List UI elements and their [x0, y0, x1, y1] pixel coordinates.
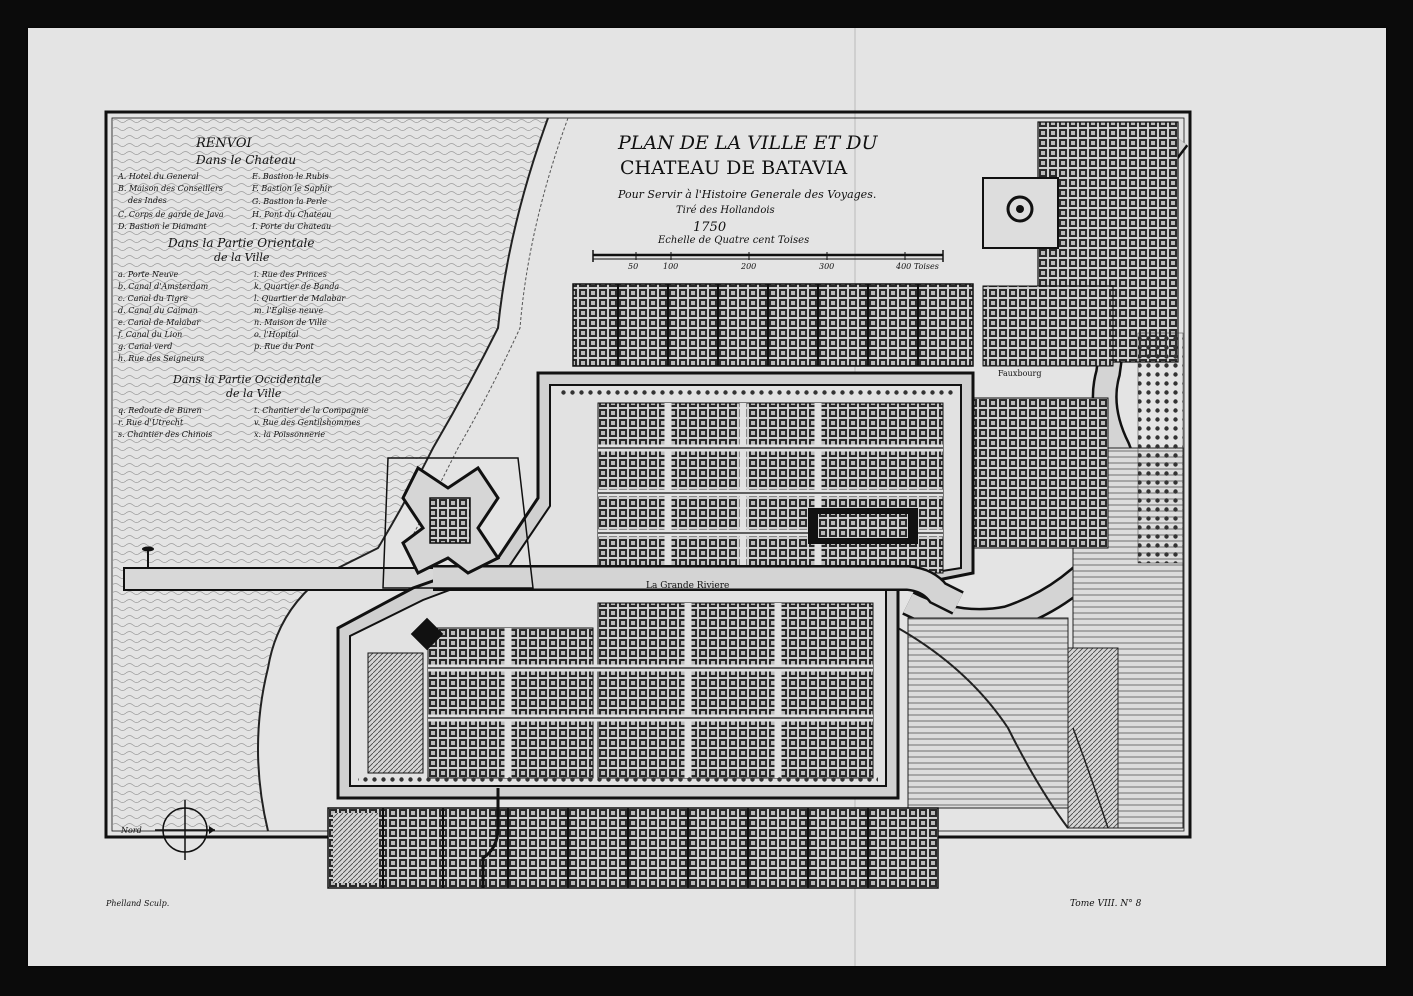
- legend-item: D. Bastion le Diamant: [117, 222, 207, 231]
- west-town: [367, 602, 874, 779]
- beach: [405, 117, 569, 549]
- legend-item: E. Bastion le Rubis: [251, 172, 329, 181]
- legend-item: r. Rue d'Utrecht: [118, 418, 184, 427]
- legend-item: G. Bastion la Perle: [252, 197, 327, 206]
- legend-heading: RENVOI: [195, 136, 252, 151]
- legend-item: v. Rue des Gentilshommes: [254, 418, 360, 427]
- legend: RENVOI Dans le Chateau A. Hotel du Gener…: [117, 136, 369, 439]
- scale-tick-50: 50: [628, 262, 638, 271]
- legend-item: a. Porte Neuve: [118, 270, 178, 279]
- legend-item: C. Corps de garde de Java: [118, 210, 224, 219]
- legend-section1-title: Dans le Chateau: [195, 153, 296, 167]
- tree-row-north: [558, 390, 953, 398]
- scale-bar: [592, 250, 944, 262]
- jetty: [123, 567, 445, 591]
- legend-item: c. Canal du Tigre: [118, 294, 188, 303]
- legend-item: des Indes: [128, 196, 167, 205]
- map-year: 1750: [693, 220, 726, 235]
- map-sheet: PLAN DE LA VILLE ET DU CHATEAU DE BATAVI…: [28, 28, 1386, 966]
- engraver-credit: Phelland Sculp.: [105, 899, 169, 908]
- map-title-line2: CHATEAU DE BATAVIA: [620, 157, 848, 179]
- legend-item: g. Canal verd: [118, 342, 172, 351]
- legend-section2-sub: de la Ville: [214, 251, 270, 264]
- legend-item: B. Maison des Conseillers: [117, 184, 223, 193]
- legend-item: m. l'Eglise neuve: [254, 306, 323, 315]
- tree-row-south: [358, 776, 878, 784]
- river-label: La Grande Riviere: [646, 581, 729, 591]
- legend-item: H. Pont du Chateau: [251, 210, 332, 219]
- legend-item: I. Porte du Chateau: [251, 222, 331, 231]
- map-canvas: PLAN DE LA VILLE ET DU CHATEAU DE BATAVI…: [104, 110, 1192, 909]
- scale-tick-200: 200: [740, 262, 756, 271]
- legend-item: b. Canal d'Amsterdam: [118, 282, 209, 291]
- faubourg-quarter: [967, 121, 1184, 564]
- faubourg-label: Fauxbourg: [998, 369, 1041, 378]
- east-town: [597, 402, 944, 574]
- fields-south-east: [907, 617, 1069, 809]
- legend-item: l. Quartier de Malabar: [254, 294, 346, 303]
- legend-item: q. Redoute de Buren: [118, 406, 202, 415]
- redoute-buren: [410, 617, 444, 651]
- north-label: Nord: [120, 826, 142, 835]
- canal-south: [481, 788, 500, 888]
- legend-item: k. Quartier de Banda: [254, 282, 339, 291]
- north-gardens: [572, 283, 974, 367]
- map-title-line1: PLAN DE LA VILLE ET DU: [617, 132, 878, 154]
- legend-item: p. Rue du Pont: [254, 342, 315, 351]
- legend-item: f. Canal du Lion: [117, 330, 182, 339]
- map-title-line4: Tiré des Hollandois: [676, 205, 775, 216]
- legend-item: A. Hotel du General: [117, 172, 199, 181]
- legend-item: d. Canal du Caiman: [118, 306, 198, 315]
- scale-tick-400: 400 Toises: [895, 262, 939, 271]
- legend-item: F. Bastion le Saphir: [251, 184, 332, 193]
- legend-item: i. Rue des Princes: [254, 270, 327, 279]
- compass-icon: [155, 800, 215, 860]
- legend-item: e. Canal de Malabar: [118, 318, 201, 327]
- scale-tick-100: 100: [663, 262, 678, 271]
- castle: [382, 457, 534, 589]
- legend-item: o. l'Hopital: [254, 330, 299, 339]
- legend-section2-title: Dans la Partie Orientale: [167, 236, 314, 250]
- legend-item: x. la Poissonnerie: [254, 430, 325, 439]
- legend-item: n. Maison de Ville: [254, 318, 327, 327]
- legend-section3-title: Dans la Partie Occidentale: [172, 373, 322, 386]
- tome-number: Tome VIII. N° 8: [1070, 899, 1142, 909]
- legend-item: t. Chantier de la Compagnie: [254, 406, 369, 415]
- south-gardens: [327, 807, 939, 889]
- grande-riviere: [433, 565, 964, 615]
- legend-item: s. Chantier des Chinois: [118, 430, 212, 439]
- legend-item: h. Rue des Seigneurs: [118, 354, 204, 363]
- scale-label: Echelle de Quatre cent Toises: [657, 235, 809, 246]
- legend-section3-sub: de la Ville: [226, 387, 282, 400]
- sea: [112, 118, 548, 831]
- map-title-line3: Pour Servir à l'Histoire Generale des Vo…: [617, 188, 876, 201]
- scale-tick-300: 300: [819, 262, 834, 271]
